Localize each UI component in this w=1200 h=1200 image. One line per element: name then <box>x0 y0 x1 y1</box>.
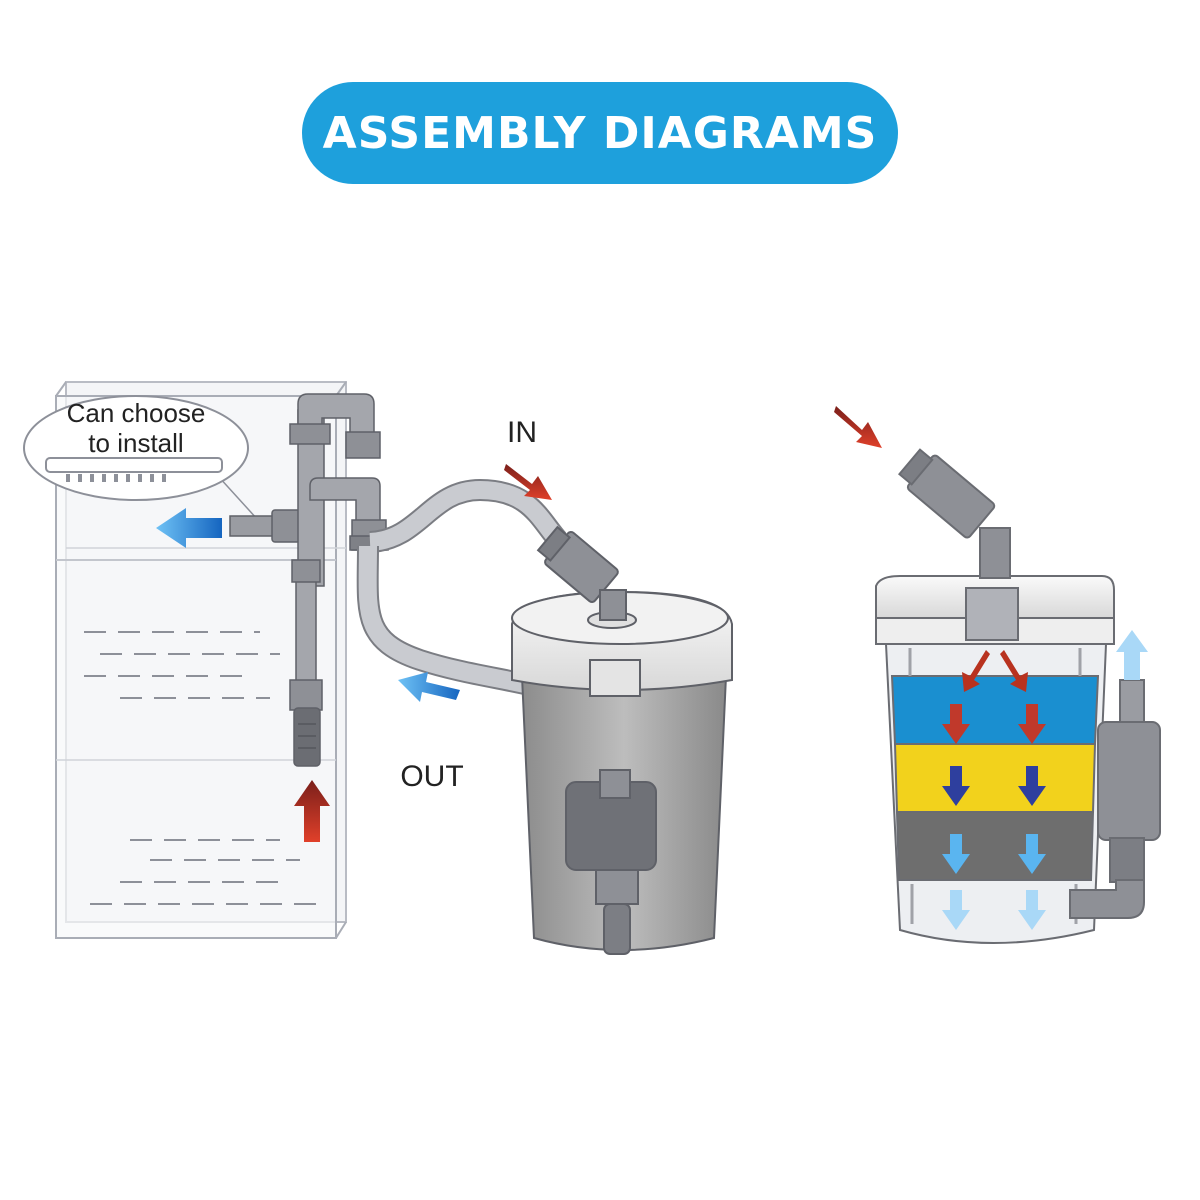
flow-arrows <box>834 406 1148 930</box>
media-layer-blue <box>890 675 1100 745</box>
spray-bar-holes <box>66 474 166 482</box>
media-layer-gray <box>895 811 1095 881</box>
title-banner: ASSEMBLY DIAGRAMS <box>302 82 898 184</box>
water-lines <box>84 631 320 905</box>
callout-line-1: Can choose <box>67 398 206 428</box>
flow-arrow-yellow-right <box>1018 766 1046 806</box>
flow-arrow-gray-right <box>1018 834 1046 874</box>
callout-line-2: to install <box>88 428 183 458</box>
out-arrow <box>398 672 460 702</box>
install-callout: Can choose to install <box>23 395 259 521</box>
cutaway-outlet-arrow <box>1116 630 1148 680</box>
in-label: IN <box>507 416 537 449</box>
media-layer-yellow <box>893 743 1097 813</box>
page-title: ASSEMBLY DIAGRAMS <box>322 107 878 159</box>
canister-cutaway <box>875 448 1161 944</box>
tank-intake-arrow <box>294 780 330 842</box>
out-label: OUT <box>400 760 463 793</box>
spray-bar <box>45 457 223 473</box>
flow-arrow-blue-right <box>1018 704 1046 744</box>
flow-arrow-yellow-left <box>942 766 970 806</box>
flow-arrow-base-right <box>1018 890 1046 930</box>
flow-arrow-base-left <box>942 890 970 930</box>
flow-arrow-gray-left <box>942 834 970 874</box>
in-arrow <box>504 464 552 500</box>
tank-outlet-arrow <box>156 508 222 548</box>
flow-arrow-blue-left <box>942 704 970 744</box>
cutaway-inlet-arrow <box>834 406 882 448</box>
canister-filter <box>511 525 733 955</box>
flow-arrow-red-right <box>1000 650 1028 692</box>
flow-arrow-red-left <box>962 650 990 692</box>
